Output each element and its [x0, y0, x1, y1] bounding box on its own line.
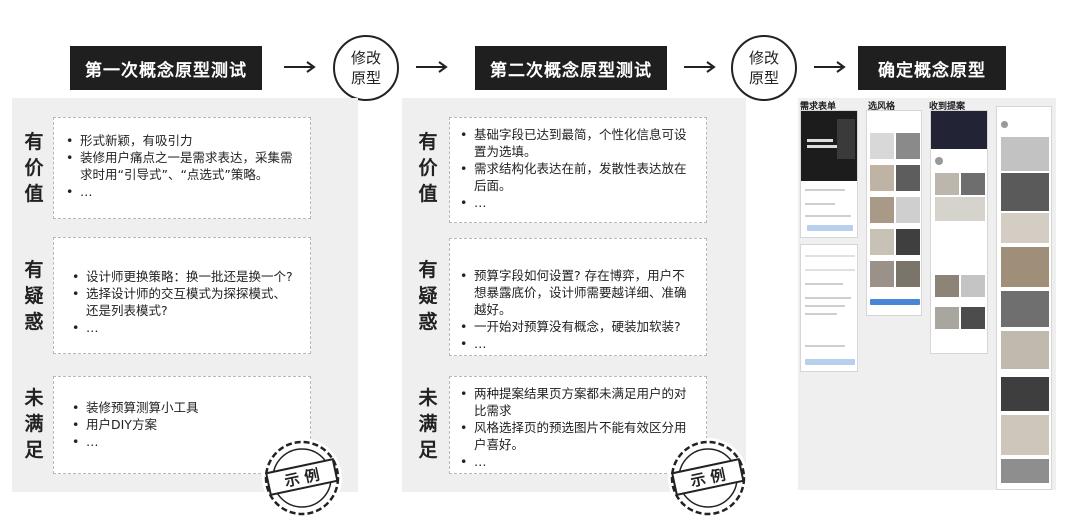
- list-item: 选择设计师的交互模式为探探模式、还是列表模式?: [72, 285, 296, 319]
- mockup-label-form: 需求表单: [800, 102, 837, 112]
- list-item: 风格选择页的预选图片不能有效区分用户喜好。: [460, 419, 696, 453]
- modify-prototype-node-2: 修改 原型: [731, 35, 797, 101]
- section-label-unmet: 未满足: [24, 387, 44, 461]
- list-item: 装修用户痛点之一是需求表达，采集需求时用“引导式”、“点选式”策略。: [66, 149, 298, 183]
- section-label-value: 有价值: [418, 131, 438, 205]
- stamp-graphic: [670, 440, 746, 516]
- modify-label-line1: 修改: [748, 49, 779, 67]
- list-item: 设计师更换策略：换一批还是换一个?: [72, 268, 296, 285]
- section-label-doubt: 有疑惑: [24, 259, 44, 333]
- mockup-label-style: 选风格: [868, 102, 896, 112]
- list-item: …: [66, 183, 298, 200]
- mockup-proposal-detail: [996, 106, 1052, 490]
- modify-label-line1: 修改: [350, 49, 381, 67]
- arrow-right-icon: [814, 61, 846, 73]
- section-label-unmet: 未满足: [418, 387, 438, 461]
- list-item: …: [460, 453, 696, 470]
- section-label-value: 有价值: [24, 131, 44, 205]
- test2-doubt-box: 预算字段如何设置? 存在博弈，用户不想暴露底价，设计师需要越详细、准确越好。 一…: [449, 238, 707, 356]
- example-stamp: 示 例: [262, 438, 342, 518]
- list-item: …: [460, 335, 696, 352]
- arrow-right-icon: [684, 61, 716, 73]
- stage-title-3: 确定概念原型: [858, 46, 1006, 90]
- list-item: 预算字段如何设置? 存在博弈，用户不想暴露底价，设计师需要越详细、准确越好。: [460, 267, 696, 318]
- stamp-graphic: [264, 440, 340, 516]
- example-stamp: 示 例: [668, 438, 748, 518]
- test2-unmet-box: 两种提案结果页方案都未满足用户的对比需求 风格选择页的预选图片不能有效区分用户喜…: [449, 376, 707, 474]
- modify-label-line2: 原型: [748, 69, 779, 87]
- mockup-form-screen-2: [800, 244, 858, 372]
- mockup-label-proposal: 收到提案: [929, 102, 966, 112]
- list-item: …: [460, 194, 696, 211]
- section-label-doubt: 有疑惑: [418, 259, 438, 333]
- list-item: 两种提案结果页方案都未满足用户的对比需求: [460, 385, 696, 419]
- mockup-form-screen-1: [800, 110, 858, 238]
- test1-value-box: 形式新颖，有吸引力 装修用户痛点之一是需求表达，采集需求时用“引导式”、“点选式…: [53, 117, 311, 219]
- mockup-proposal-screen: [930, 110, 988, 354]
- list-item: 基础字段已达到最简，个性化信息可设置为选填。: [460, 126, 696, 160]
- test1-doubt-box: 设计师更换策略：换一批还是换一个? 选择设计师的交互模式为探探模式、还是列表模式…: [53, 237, 311, 354]
- modify-prototype-node-1: 修改 原型: [333, 35, 399, 101]
- test2-value-box: 基础字段已达到最简，个性化信息可设置为选填。 需求结构化表达在前，发散性表达放在…: [449, 117, 707, 223]
- stage-title-2: 第二次概念原型测试: [475, 46, 667, 90]
- list-item: 需求结构化表达在前，发散性表达放在后面。: [460, 160, 696, 194]
- arrow-right-icon: [416, 61, 448, 73]
- list-item: 形式新颖，有吸引力: [66, 132, 298, 149]
- arrow-right-icon: [284, 61, 316, 73]
- modify-label-line2: 原型: [350, 69, 381, 87]
- list-item: …: [72, 433, 296, 450]
- list-item: 装修预算测算小工具: [72, 399, 296, 416]
- mockup-style-screen: [866, 110, 922, 316]
- stage-title-1: 第一次概念原型测试: [70, 46, 262, 90]
- list-item: 一开始对预算没有概念，硬装加软装?: [460, 318, 696, 335]
- list-item: 用户DIY方案: [72, 416, 296, 433]
- list-item: …: [72, 319, 296, 336]
